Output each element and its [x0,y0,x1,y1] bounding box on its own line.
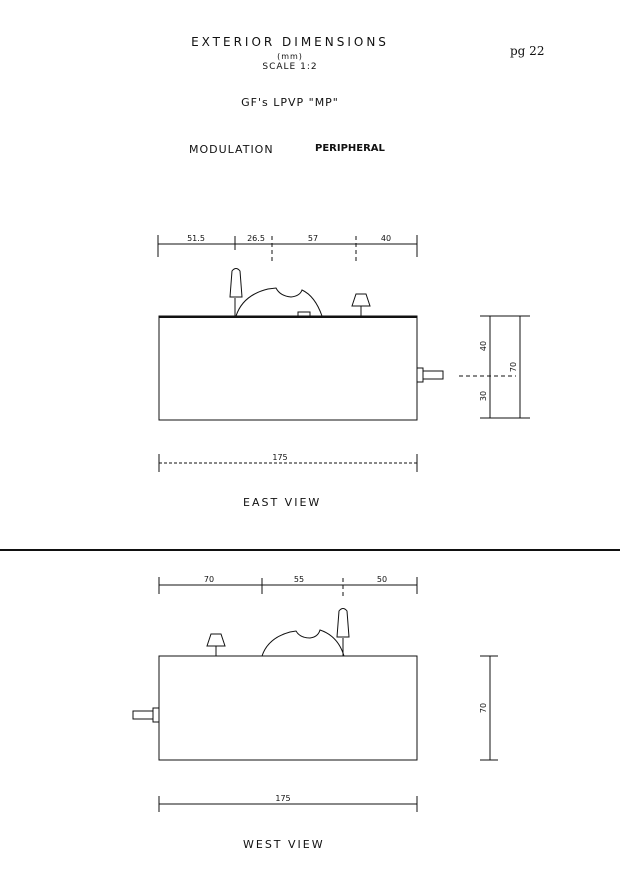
west-view-label: WEST VIEW [243,838,325,851]
west-tall-knob [336,608,350,638]
west-view-drawing [132,577,498,812]
east-body [158,315,418,421]
east-dome-base [297,311,311,317]
modulation-value: PERIPHERAL [315,143,385,154]
west-dim-label: 50 [377,575,387,584]
east-dim-label: 40 [381,234,391,243]
west-jack [132,710,154,720]
east-dome [235,287,323,317]
east-dim-label: 57 [308,234,318,243]
west-dome [261,629,345,657]
east-view-drawing [157,235,530,472]
page-title: EXTERIOR DIMENSIONS [191,35,389,49]
east-tall-knob [229,268,243,298]
west-body [158,655,418,761]
east-dim-label: 26.5 [247,234,265,243]
east-side-dim-label: 30 [479,391,488,401]
west-dim-label: 70 [204,575,214,584]
east-jack [422,370,444,380]
modulation-label: MODULATION [189,143,274,156]
scale-label: SCALE 1:2 [262,62,318,72]
west-jack-base [152,707,160,723]
west-dim-label: 55 [294,575,304,584]
east-dim-label: 51.5 [187,234,205,243]
east-height-label: 70 [509,362,518,372]
units-label: (mm) [277,52,303,61]
east-view-label: EAST VIEW [243,496,322,509]
east-short-knob [351,293,371,307]
west-height-label: 70 [479,703,488,713]
east-width-label: 175 [272,453,287,462]
page-number: pg 22 [510,44,545,58]
west-width-label: 175 [275,794,290,803]
east-jack-base [416,367,424,383]
west-short-knob [206,633,226,647]
device-name: GF's LPVP "MP" [241,96,339,109]
east-side-dim-label: 40 [479,341,488,351]
